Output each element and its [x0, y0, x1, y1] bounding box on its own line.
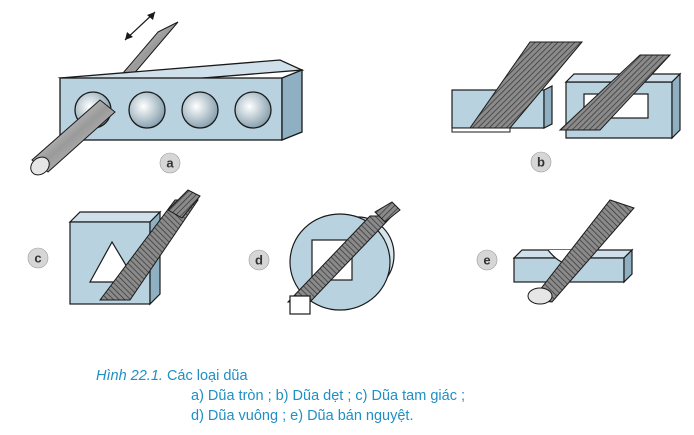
- caption-title: Các loại dũa: [166, 368, 248, 384]
- figure-a-round-file: [30, 11, 305, 176]
- svg-text:e: e: [483, 253, 490, 268]
- label-badge-a: a: [159, 152, 181, 174]
- label-badge-b: b: [530, 151, 552, 173]
- caption-line-1: Hình 22.1. Các loại dũa: [96, 366, 686, 386]
- file-types-illustration: a b c d e: [27, 11, 682, 315]
- figure-b-flat-file: [451, 41, 682, 140]
- figure-c-triangular-file: [68, 189, 201, 306]
- figure-caption: Hình 22.1. Các loại dũa a) Dũa tròn ; b)…: [96, 366, 686, 426]
- caption-line-3: d) Dũa vuông ; e) Dũa bán nguyệt.: [191, 408, 414, 424]
- svg-text:b: b: [537, 155, 545, 170]
- caption-label: Hình 22.1.: [96, 368, 163, 384]
- caption-line-2: a) Dũa tròn ; b) Dũa dẹt ; c) Dũa tam gi…: [191, 388, 466, 404]
- figure-d-square-file: [286, 201, 401, 315]
- svg-text:a: a: [166, 156, 174, 171]
- figure-e-half-round-file: [512, 199, 635, 305]
- label-badge-e: e: [476, 249, 498, 271]
- svg-text:d: d: [255, 253, 263, 268]
- label-badge-d: d: [248, 249, 270, 271]
- label-badge-c: c: [27, 247, 49, 269]
- svg-text:c: c: [34, 251, 41, 266]
